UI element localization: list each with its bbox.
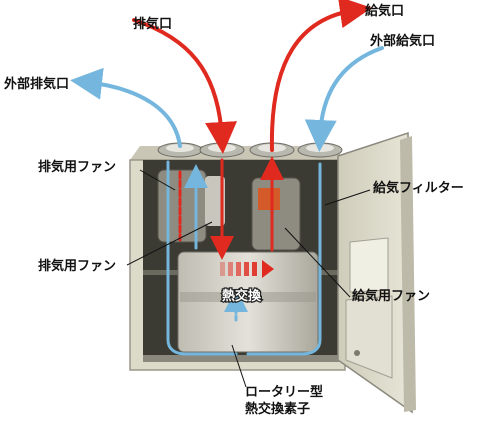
label-exhaust-fan-upper: 排気用ファン (38, 159, 116, 175)
label-outdoor-supply-port: 外部給気口 (369, 33, 435, 49)
label-exhaust-port: 排気口 (133, 16, 172, 32)
label-rotary-element-line1: ロータリー型 (245, 384, 323, 400)
open-door (337, 131, 416, 414)
leader-lines (126, 169, 371, 388)
label-exhaust-fan-lower: 排気用ファン (38, 258, 116, 274)
supply-fan-unit (251, 177, 301, 251)
exhaust-flow-arrows (132, 0, 372, 260)
exhaust-fan-unit (157, 169, 225, 243)
label-supply-port: 給気口 (365, 3, 404, 19)
supply-flow-arrows (70, 46, 384, 356)
rotary-heat-exchange-element (177, 251, 319, 353)
label-heat-exchange: 熱交換 (222, 288, 262, 304)
label-supply-filter: 給気フィルター (373, 180, 464, 196)
heat-exchange-indicator (220, 260, 274, 278)
label-supply-fan: 給気用ファン (352, 288, 430, 304)
label-rotary-element-line2: 熱交換素子 (245, 401, 310, 417)
label-outdoor-exhaust-port: 外部排気口 (3, 76, 69, 92)
